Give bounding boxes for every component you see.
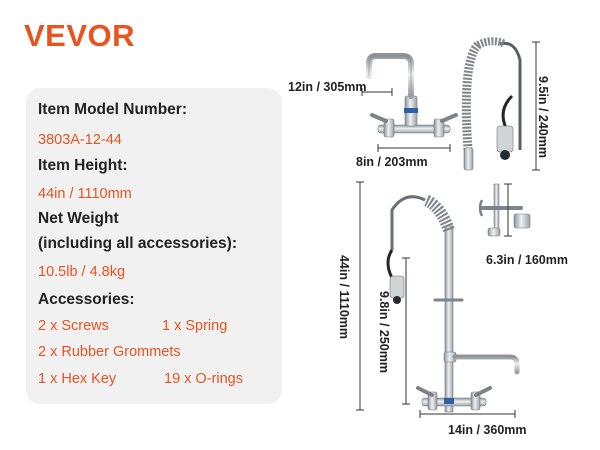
brand-logo: VEVOR	[24, 18, 136, 53]
dimension-lines	[356, 41, 540, 418]
accessory-item: 19 x O-rings	[164, 371, 243, 387]
weight-value: 10.5lb / 4.8kg	[38, 264, 126, 280]
height-label: Item Height:	[38, 157, 128, 174]
spring-hose-figure	[461, 37, 522, 171]
wall-bracket-figure	[478, 183, 531, 237]
faucet-width-label: 8in / 203mm	[356, 155, 428, 169]
weight-label: Net Weight	[38, 210, 119, 227]
accessories-label: Accessories:	[38, 291, 135, 308]
hose-height-label: 9.5in / 240mm	[536, 76, 550, 158]
accessory-item: 2 x Rubber Grommets	[38, 344, 181, 360]
accessory-item: 1 x Hex Key	[38, 371, 117, 387]
spout-reach-label: 12in / 305mm	[288, 80, 367, 94]
sprayer-height-label: 9.8in / 250mm	[377, 291, 391, 373]
height-value: 44in / 1110mm	[38, 186, 132, 202]
model-label: Item Model Number:	[38, 101, 187, 118]
pre-rinse-assembly-figure	[386, 194, 520, 413]
accessory-item: 1 x Spring	[162, 318, 228, 334]
accessory-item: 2 x Screws	[38, 318, 109, 334]
total-height-label: 44in / 1110mm	[337, 254, 351, 340]
spec-panel: Item Model Number: 3803A-12-44 Item Heig…	[26, 88, 282, 404]
model-value: 3803A-12-44	[38, 132, 122, 148]
weight-label-detail: (including all accessories):	[38, 235, 237, 252]
bracket-height-label: 6.3in / 160mm	[486, 253, 568, 267]
wall-faucet-figure	[366, 53, 458, 138]
base-width-label: 14in / 360mm	[448, 423, 527, 437]
